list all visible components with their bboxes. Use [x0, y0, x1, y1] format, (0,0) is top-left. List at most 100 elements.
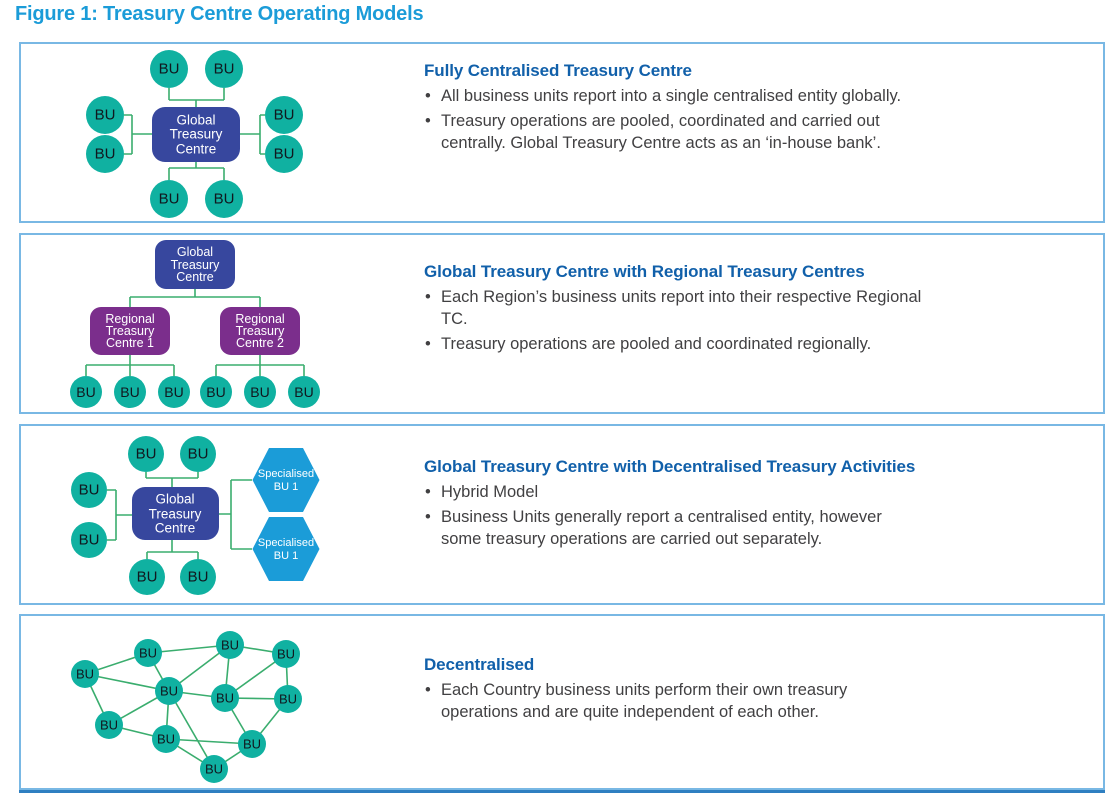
- bu-node: [200, 376, 232, 408]
- bu-label: BU: [95, 107, 116, 124]
- bu-nodes: BU BU BU BU BU BU: [70, 376, 320, 408]
- bu-node: [152, 725, 180, 753]
- gtc-label-line1: Global: [176, 113, 215, 128]
- bullet-list: Each Country business units perform thei…: [424, 680, 1024, 724]
- bu-label: BU: [277, 647, 295, 662]
- bu-node: [238, 730, 266, 758]
- panel-heading: Global Treasury Centre with Regional Tre…: [424, 262, 865, 281]
- panel-heading: Fully Centralised Treasury Centre: [424, 61, 692, 80]
- gtc-label-line2: Treasury: [171, 258, 221, 272]
- regional-treasury-centre-1-node: Regional Treasury Centre 1: [90, 307, 170, 355]
- figure-bottom-rule: [19, 790, 1105, 793]
- left-connector: [107, 489, 132, 541]
- bu-node: [265, 135, 303, 173]
- global-treasury-centre-node: Global Treasury Centre: [152, 107, 240, 162]
- bullet-list: All business units report into a single …: [424, 86, 1024, 154]
- specialised-bu-hexagon: [252, 517, 320, 581]
- bullet-line: Business Units generally report a centra…: [441, 507, 882, 526]
- bullet-line: All business units report into a single …: [441, 87, 902, 105]
- bu-node: [150, 180, 188, 218]
- bu-label: BU: [164, 384, 183, 400]
- specialised-bu-hexagon: [252, 448, 320, 512]
- regional-tree-diagram: Global Treasury Centre Regional Treasury…: [70, 240, 320, 408]
- bu-node: [244, 376, 276, 408]
- panel-description: Global Treasury Centre with Decentralise…: [424, 426, 1024, 550]
- hub-and-spoke-diagram: BU BU BU BU BU BU BU BU Global Treasury …: [86, 50, 303, 218]
- bu-nodes: BU BU BU BU BU BU BU BU BU BU BU: [71, 631, 302, 783]
- bu-label: BU: [205, 762, 223, 777]
- bu-label: BU: [137, 569, 158, 586]
- right-connector: [240, 114, 265, 155]
- bullet-line: some treasury operations are carried out…: [441, 529, 823, 548]
- global-to-regional-connector: [129, 289, 261, 307]
- gtc-label-line3: Centre: [176, 142, 217, 157]
- bu-node: [86, 135, 124, 173]
- bu-node: [200, 755, 228, 783]
- bu-label: BU: [157, 732, 175, 747]
- panel-description: Global Treasury Centre with Regional Tre…: [424, 235, 1024, 355]
- bu-node: [155, 677, 183, 705]
- panels-container: BU BU BU BU BU BU BU BU Global Treasury …: [19, 42, 1105, 793]
- gtc-label-line3: Centre: [176, 270, 214, 284]
- connectors: [85, 289, 305, 376]
- hexagon-connector: [219, 479, 252, 550]
- bullet-line: Hybrid Model: [441, 483, 539, 501]
- bu-label: BU: [120, 384, 139, 400]
- bullet-item: All business units report into a single …: [424, 86, 1024, 108]
- hybrid-diagram: BU BU BU BU BU BU Global Treasury Centre…: [71, 436, 320, 595]
- bu-node: [114, 376, 146, 408]
- rtc2-label-line1: Regional: [235, 312, 284, 326]
- bu-node: [71, 472, 107, 508]
- bullet-line: Treasury operations are pooled and coord…: [441, 334, 872, 353]
- bottom-connector: [168, 162, 225, 180]
- bu-node: [70, 376, 102, 408]
- mesh-edge: [168, 690, 215, 770]
- bullet-item: Treasury operations are pooled, coordina…: [424, 111, 1024, 155]
- bu-label: BU: [76, 384, 95, 400]
- bu-label: BU: [243, 737, 261, 752]
- bu-label: BU: [216, 691, 234, 706]
- connectors: [107, 472, 252, 559]
- mesh-diagram: BU BU BU BU BU BU BU BU BU BU BU: [71, 631, 302, 783]
- bu-node: [211, 684, 239, 712]
- gtc-label-line2: Treasury: [170, 127, 223, 142]
- bu-nodes: BU BU BU BU BU BU BU BU: [86, 50, 303, 218]
- panel-heading: Global Treasury Centre with Decentralise…: [424, 457, 916, 476]
- bu-label: BU: [160, 684, 178, 699]
- bu-label: BU: [214, 191, 235, 208]
- bu-label: BU: [159, 61, 180, 78]
- bu-label: BU: [139, 646, 157, 661]
- bullet-line: Treasury operations are pooled, coordina…: [441, 111, 880, 130]
- bu-label: BU: [206, 384, 225, 400]
- bullet-item: Each Region’s business units report into…: [424, 287, 1024, 331]
- bu-nodes: BU BU BU BU BU BU: [71, 436, 216, 595]
- specialised-label-line1: Specialised: [258, 537, 314, 549]
- gtc-label-line2: Treasury: [149, 507, 202, 522]
- bu-label: BU: [274, 107, 295, 124]
- bu-node: [180, 436, 216, 472]
- connectors: [124, 88, 265, 180]
- bu-node: [86, 96, 124, 134]
- bu-label: BU: [214, 61, 235, 78]
- bullet-line: TC.: [441, 309, 468, 328]
- bu-label: BU: [188, 446, 209, 463]
- panel-decentralised: BU BU BU BU BU BU BU BU BU BU BU Decentr…: [19, 614, 1105, 790]
- gtc-label-line3: Centre: [155, 521, 196, 536]
- global-treasury-centre-box: [155, 240, 235, 289]
- panel-fully-centralised: BU BU BU BU BU BU BU BU Global Treasury …: [19, 42, 1105, 223]
- bullet-line: Each Country business units perform thei…: [441, 681, 848, 699]
- bu-label: BU: [159, 191, 180, 208]
- bu-label: BU: [95, 146, 116, 163]
- gtc-label-line1: Global: [177, 245, 213, 259]
- specialised-bu-1-node: Specialised BU 1: [252, 448, 320, 512]
- specialised-label-line1: Specialised: [258, 468, 314, 480]
- bu-node: [150, 50, 188, 88]
- regional-treasury-centre-2-box: [220, 307, 300, 355]
- bullet-list: Each Region’s business units report into…: [424, 287, 1024, 355]
- bu-node: [272, 640, 300, 668]
- mesh-edge: [165, 738, 253, 745]
- regional-treasury-centre-1-box: [90, 307, 170, 355]
- rtc1-label-line3: Centre 1: [106, 336, 154, 350]
- specialised-label-line2: BU 1: [274, 481, 298, 493]
- bu-node: [274, 685, 302, 713]
